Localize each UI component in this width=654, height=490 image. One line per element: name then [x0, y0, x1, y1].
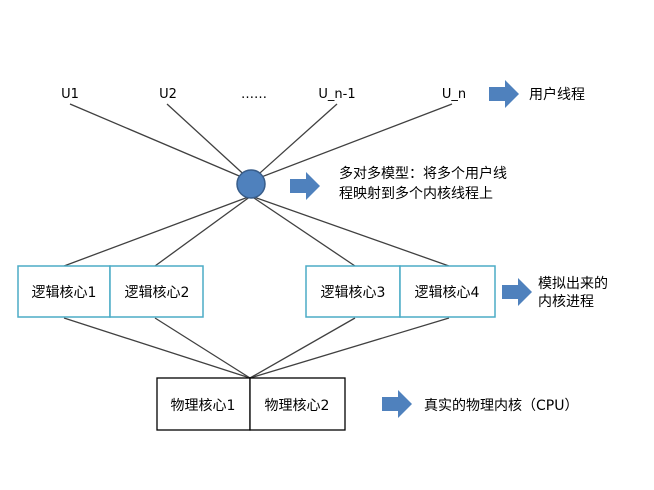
line-logical-2-to-physical [154, 317, 251, 379]
physical-cores-label: 真实的物理内核（CPU） [424, 398, 578, 414]
logical-cores-label-line1: 模拟出来的 [538, 276, 608, 292]
user-thread-ellipsis: …… [241, 87, 267, 102]
logical-core-group-right: 逻辑核心3 逻辑核心4 [305, 265, 496, 318]
user-thread-un: U_n [442, 87, 466, 102]
arrow-icon-user-threads [489, 80, 519, 108]
user-thread-un-1: U_n-1 [318, 87, 355, 102]
line-logical-3-to-physical [249, 317, 356, 379]
logical-cores-label-line2: 内核进程 [538, 294, 594, 310]
arrow-icon-logical-cores [502, 278, 532, 306]
logical-core-group-left: 逻辑核心1 逻辑核心2 [17, 265, 204, 318]
many-to-many-desc-line2: 程映射到多个内核线程上 [339, 185, 493, 202]
user-thread-u1: U1 [61, 87, 79, 102]
many-to-many-desc-line1: 多对多模型：将多个用户线 [339, 165, 507, 182]
physical-core-1-label: 物理核心1 [171, 398, 236, 414]
logical-core-2-box [109, 265, 204, 318]
line-u2-to-node [166, 103, 252, 182]
arrow-icon-mapping [290, 172, 320, 200]
logical-core-3-label: 逻辑核心3 [321, 285, 386, 301]
line-u1-to-node [69, 103, 252, 182]
line-un-to-node [250, 103, 453, 182]
logical-core-1-label: 逻辑核心1 [32, 285, 97, 301]
line-node-to-logical-4 [250, 195, 450, 267]
mapping-node [236, 169, 266, 199]
connector-lines [63, 103, 453, 379]
arrow-icon-physical-cores [382, 390, 412, 418]
physical-core-2-box [249, 377, 346, 431]
line-node-to-logical-1 [63, 195, 252, 267]
line-node-to-logical-3 [250, 195, 356, 267]
line-logical-4-to-physical [249, 317, 450, 379]
user-thread-u2: U2 [159, 87, 177, 102]
logical-core-4-label: 逻辑核心4 [415, 285, 480, 301]
physical-core-2-label: 物理核心2 [265, 398, 330, 414]
logical-core-3-box [305, 265, 401, 318]
line-un1-to-node [250, 103, 338, 182]
logical-core-2-label: 逻辑核心2 [125, 285, 190, 301]
logical-core-4-box [399, 265, 496, 318]
user-threads-label: 用户线程 [529, 86, 585, 103]
line-node-to-logical-2 [154, 195, 252, 267]
physical-core-group: 物理核心1 物理核心2 [156, 377, 346, 431]
line-logical-1-to-physical [63, 317, 251, 379]
